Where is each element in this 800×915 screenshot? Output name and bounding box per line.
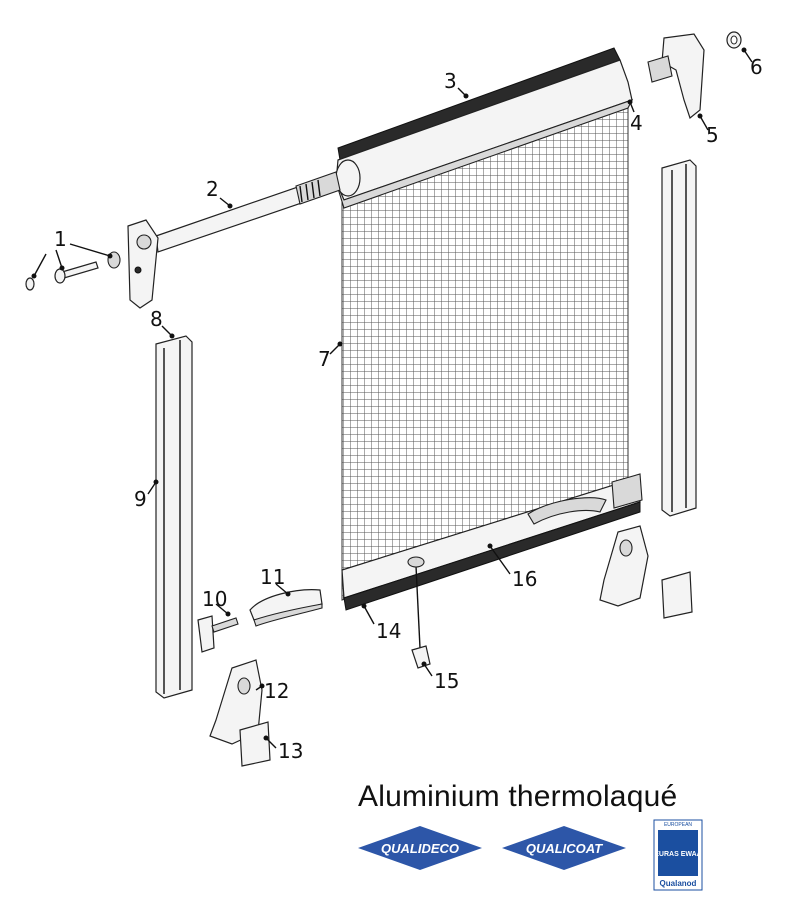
label-3: 3 <box>444 69 457 93</box>
qualicoat-logo: QUALICOAT <box>502 826 626 870</box>
handle <box>249 589 323 627</box>
right-side-rail <box>661 159 697 517</box>
label-10: 10 <box>202 587 227 611</box>
qualideco-logo: QUALIDECO <box>358 826 482 870</box>
ewaa-qualanod-logo: EUROPEAN EURAS EWAA Qualanod <box>653 819 703 891</box>
svg-text:QUALIDECO: QUALIDECO <box>381 841 459 856</box>
lower-bracket-left <box>209 659 271 767</box>
label-6: 6 <box>750 55 763 79</box>
top-cassette <box>335 47 634 209</box>
label-15: 15 <box>434 669 459 693</box>
label-12: 12 <box>264 679 289 703</box>
label-9: 9 <box>134 487 147 511</box>
left-bracket <box>127 219 159 309</box>
label-7: 7 <box>318 347 331 371</box>
label-16: 16 <box>512 567 537 591</box>
lower-bracket-right <box>599 525 693 619</box>
svg-text:EURAS EWAA: EURAS EWAA <box>654 851 701 858</box>
label-11: 11 <box>260 565 285 589</box>
material-caption: Aluminium thermolaqué <box>358 780 678 813</box>
pin-screw <box>25 251 121 291</box>
svg-text:QUALICOAT: QUALICOAT <box>526 841 603 856</box>
svg-text:EUROPEAN: EUROPEAN <box>664 822 692 828</box>
left-side-rail <box>155 335 193 699</box>
leader-lines <box>31 47 753 749</box>
label-2: 2 <box>206 177 219 201</box>
label-13: 13 <box>278 739 303 763</box>
roller-axle <box>155 171 341 253</box>
label-8: 8 <box>150 307 163 331</box>
label-5: 5 <box>706 123 719 147</box>
svg-text:Qualanod: Qualanod <box>660 879 697 888</box>
right-bracket <box>647 31 742 120</box>
end-cap <box>197 615 239 653</box>
label-14: 14 <box>376 619 401 643</box>
label-4: 4 <box>630 111 643 135</box>
label-1: 1 <box>54 227 67 251</box>
